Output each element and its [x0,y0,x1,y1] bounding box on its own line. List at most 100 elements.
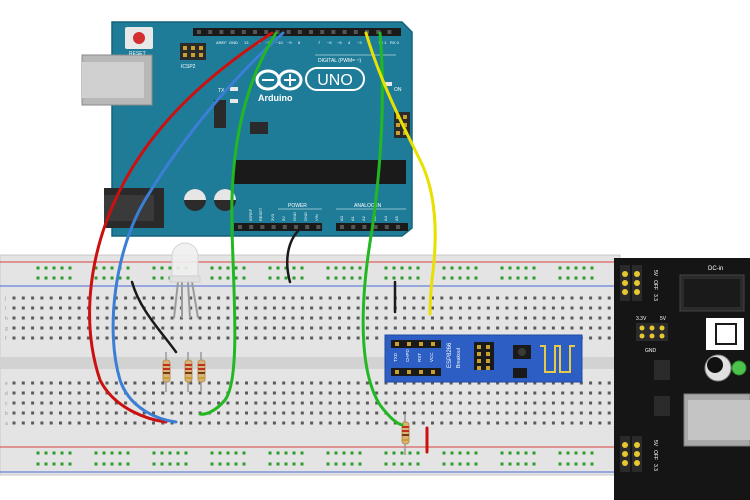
power-switch-button[interactable] [715,323,737,345]
breadboard-hole [496,391,500,395]
breadboard-hole [533,401,537,405]
breadboard-hole [142,391,146,395]
breadboard-hole [431,316,434,320]
row-letter-c: c [5,401,8,407]
rail-hole [442,451,446,455]
reset-button-cap[interactable] [133,32,145,44]
breadboard-hole [412,421,416,425]
breadboard-hole [310,316,314,320]
rail-hole [52,276,56,280]
rail-hole [508,451,512,455]
breadboard-hole [607,326,611,330]
breadboard-hole [607,381,611,385]
rail-hole [500,462,504,466]
breadboard-hole [49,306,53,310]
breadboard-hole [300,411,304,415]
breadboard-hole [393,401,397,405]
rail-hole [590,451,594,455]
breadboard-hole [152,411,155,415]
breadboard-hole [589,401,593,405]
rail-hole [416,266,420,270]
breadboard-hole [551,306,555,310]
rail-hole [276,451,280,455]
breadboard-hole [403,326,407,330]
rail-hole [532,276,536,280]
power-led [731,360,747,376]
on-label: ON [394,87,402,93]
rail-hole [160,266,164,270]
breadboard-hole [189,401,193,405]
rail-hole [442,266,446,270]
breadboard-hole [310,296,314,300]
breadboard-hole [49,391,53,395]
header-pin [305,225,310,229]
breadboard-hole [77,296,81,300]
breadboard-hole [31,306,35,310]
breadboard-hole [198,316,202,320]
breadboard-hole [468,306,472,310]
rail-hole [466,276,470,280]
breadboard-hole [170,306,174,310]
breadboard-hole [328,391,332,395]
breadboard-hole [235,401,239,405]
breadboard-hole [542,306,546,310]
breadboard-hole [245,316,248,320]
breadboard-hole [505,411,509,415]
breadboard-hole [412,391,416,395]
pin-label: RX 0 [390,40,400,45]
breadboard-hole [254,401,258,405]
breadboard-hole [263,336,267,340]
breadboard-hole [412,411,416,415]
breadboard-hole [59,336,62,340]
breadboard-hole [356,411,360,415]
rail-hole [416,451,420,455]
breadboard-hole [365,306,369,310]
breadboard-hole [486,306,490,310]
breadboard-hole [263,421,267,425]
breadboard-hole [570,316,574,320]
breadboard-hole [319,326,323,330]
breadboard-hole [105,381,109,385]
breadboard-hole [598,401,602,405]
breadboard-hole [403,296,407,300]
breadboard-hole [486,421,490,425]
rail-hole [558,462,562,466]
rail-hole [508,266,512,270]
breadboard-hole [49,411,53,415]
breadboard-hole [12,316,16,320]
breadboard-hole [570,391,574,395]
breadboard-hole [272,316,276,320]
breadboard-hole [198,296,202,300]
breadboard-hole [170,391,174,395]
rail-hole [442,276,446,280]
breadboard-hole [607,401,611,405]
breadboard-hole [179,326,183,330]
rail-hole [566,451,570,455]
breadboard-hole [161,326,165,330]
breadboard-hole [310,421,314,425]
breadboard-hole [431,296,434,300]
breadboard-hole [412,306,416,310]
breadboard-hole [40,336,44,340]
breadboard-hole [328,336,332,340]
breadboard-hole [152,306,155,310]
rail-hole [358,451,362,455]
breadboard-hole [68,316,72,320]
breadboard-hole [570,421,574,425]
pin-label: 3V3 [270,213,275,221]
breadboard-hole [226,326,230,330]
power-switch[interactable] [706,318,744,350]
breadboard-hole [375,336,379,340]
breadboard-hole [310,411,314,415]
regulator [654,396,670,416]
rail-hole [218,451,222,455]
breadboard-hole [49,316,53,320]
esp-header-pins [395,342,435,374]
breadboard-hole [393,411,397,415]
rail-hole [52,451,56,455]
breadboard-hole [189,306,193,310]
breadboard-hole [152,381,155,385]
breadboard-hole [96,316,100,320]
rail-hole [268,276,272,280]
breadboard-hole [458,296,462,300]
